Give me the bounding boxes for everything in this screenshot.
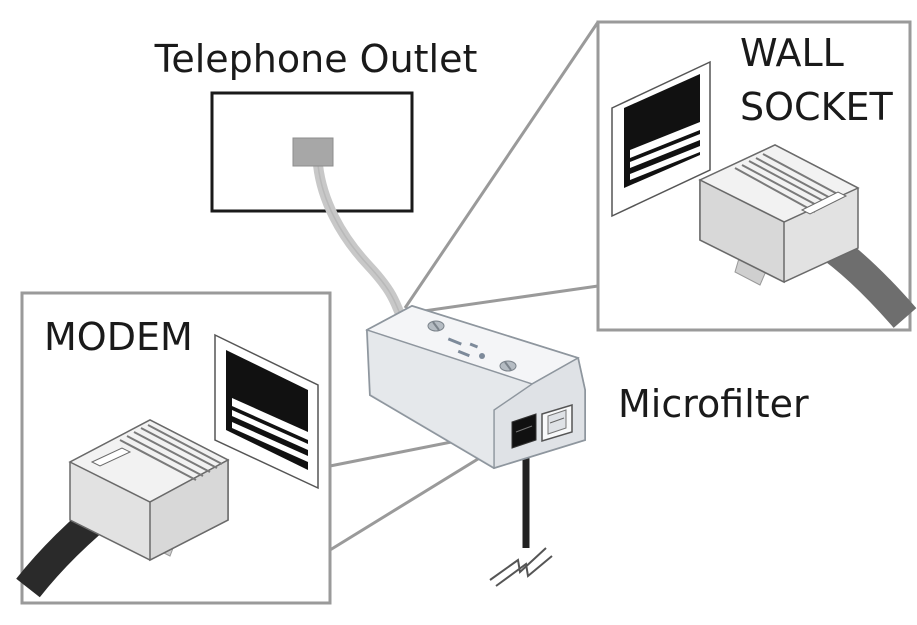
- modem-label: MODEM: [44, 315, 193, 359]
- rj11-plug-icon: [698, 144, 917, 328]
- wall-label-line1: WALL: [740, 31, 844, 75]
- cable-break-icon: [489, 547, 547, 581]
- wall-label-line2: SOCKET: [740, 85, 893, 129]
- callout-line: [403, 21, 600, 309]
- outlet-jack: [292, 137, 334, 167]
- callout-line: [409, 284, 599, 315]
- microfilter-label: Microfilter: [618, 382, 809, 426]
- rj11-plug-icon: [16, 419, 230, 598]
- telephone-outlet: [210, 91, 414, 323]
- modem-jack-icon: [214, 333, 319, 490]
- device-markings: [447, 337, 485, 359]
- wall-jack-icon: [611, 60, 711, 218]
- phone-port: [511, 413, 537, 449]
- microfilter-device: [365, 304, 586, 587]
- modem-port: [541, 403, 573, 443]
- telephone-outlet-label: Telephone Outlet: [154, 37, 478, 81]
- wall-socket-callout: [403, 20, 917, 332]
